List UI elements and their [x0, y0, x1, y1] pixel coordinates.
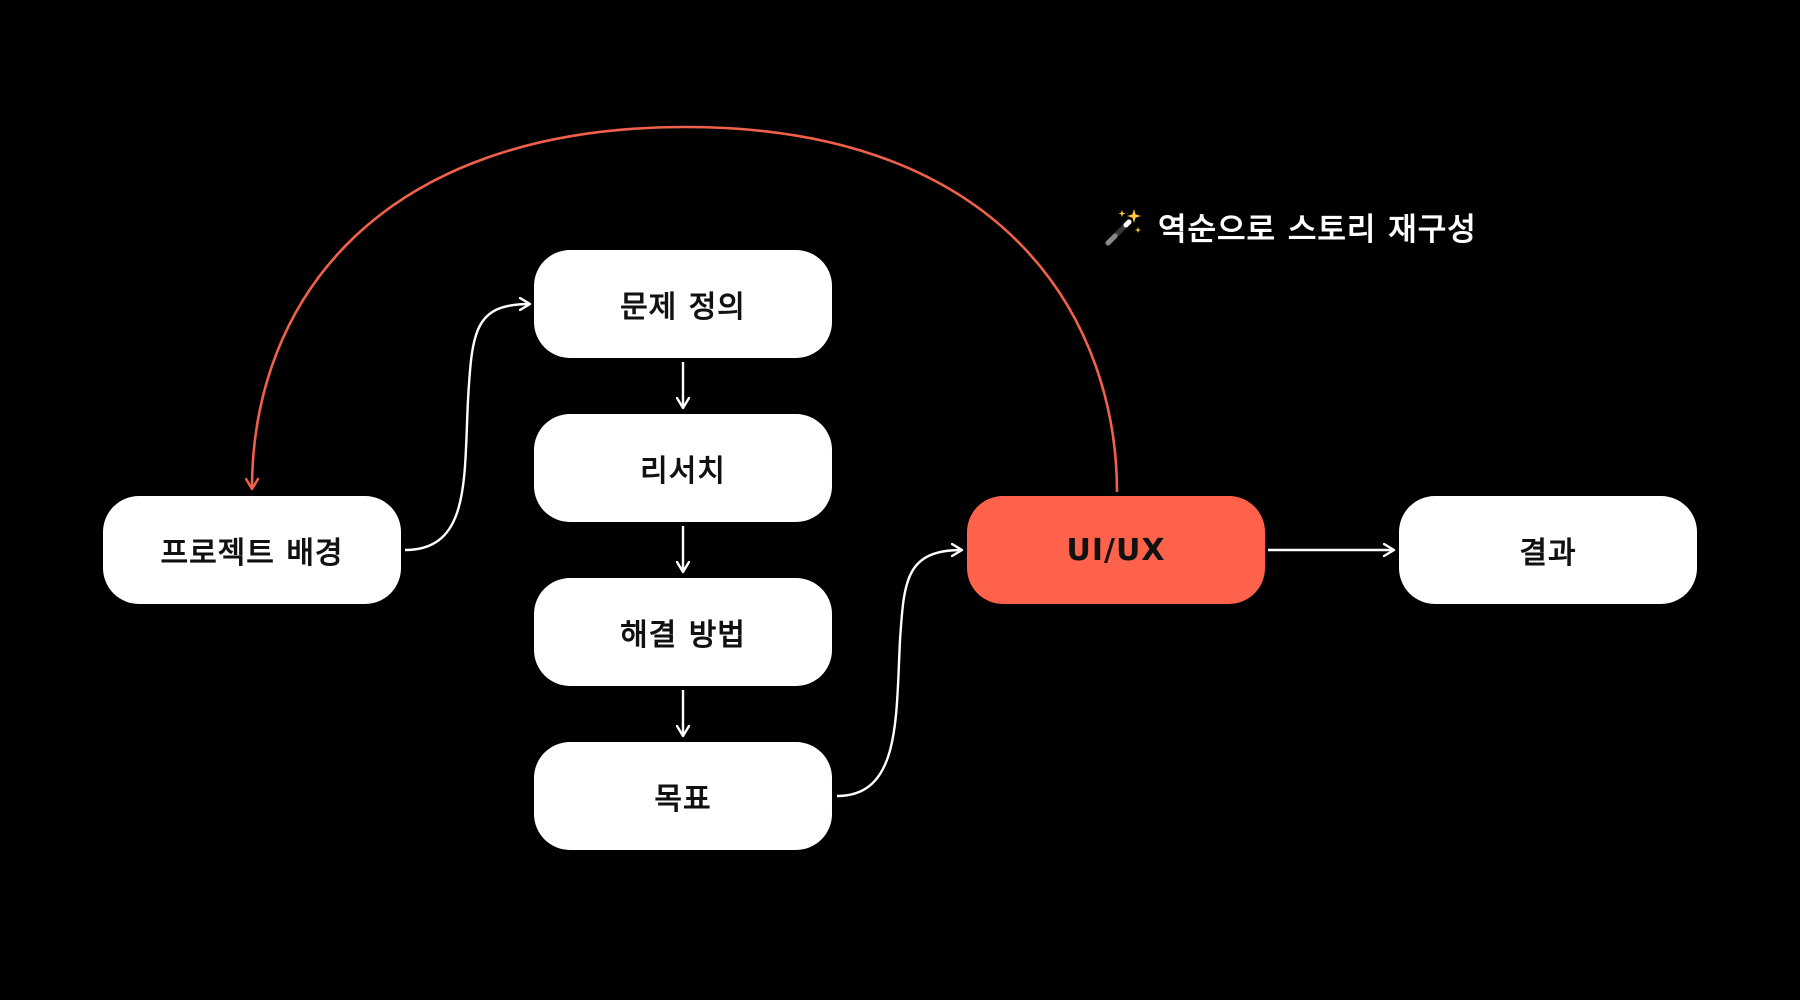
reverse-story-annotation: 역순으로 스토리 재구성 — [1102, 204, 1477, 249]
node-research: 리서치 — [534, 414, 832, 522]
node-solution: 해결 방법 — [534, 578, 832, 686]
node-project-background: 프로젝트 배경 — [103, 496, 401, 604]
node-label: 결과 — [1519, 536, 1577, 571]
node-uiux: UI/UX — [967, 496, 1265, 604]
node-label: 리서치 — [640, 454, 726, 489]
node-problem-definition: 문제 정의 — [534, 250, 832, 358]
node-label: 프로젝트 배경 — [160, 536, 344, 571]
node-label: 해결 방법 — [620, 618, 746, 653]
node-label: UI/UX — [1066, 532, 1166, 568]
node-goal: 목표 — [534, 742, 832, 850]
node-label: 목표 — [654, 782, 712, 817]
loop-arrow-uiux-to-background — [252, 125, 1119, 493]
node-label: 문제 정의 — [620, 290, 746, 325]
connector-goal-to-uiux — [836, 550, 962, 798]
connector-background-to-problem — [404, 304, 530, 552]
annotation-text: 역순으로 스토리 재구성 — [1158, 212, 1477, 248]
node-result: 결과 — [1399, 496, 1697, 604]
magic-wand-icon — [1105, 208, 1141, 245]
